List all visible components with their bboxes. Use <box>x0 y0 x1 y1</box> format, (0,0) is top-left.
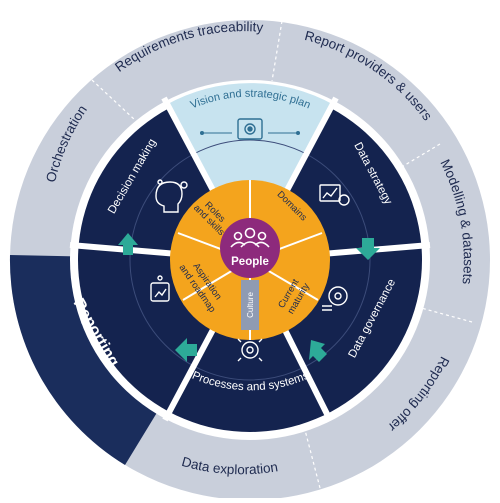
arrow-down-left-icon <box>309 340 327 362</box>
outer-dividers <box>91 20 473 489</box>
arrow-up-icon <box>118 233 138 255</box>
data-strategy-icon <box>319 184 350 206</box>
decision-making-icon <box>155 179 188 213</box>
data-governance-icon <box>322 286 348 311</box>
culture-bar <box>241 280 259 330</box>
people-label: People <box>231 256 269 268</box>
processes-systems-icon <box>237 338 263 362</box>
core-culture: Culture <box>246 292 255 318</box>
middle-ring-guide <box>129 139 371 381</box>
flow-arrows <box>118 233 380 362</box>
vision-icon <box>200 118 300 140</box>
people-icon <box>230 227 270 248</box>
reporting-icon <box>150 275 170 302</box>
arrow-left-icon <box>175 338 197 362</box>
people-circle <box>220 218 280 278</box>
vision-sector <box>166 83 334 260</box>
arrow-down-icon <box>356 238 380 260</box>
